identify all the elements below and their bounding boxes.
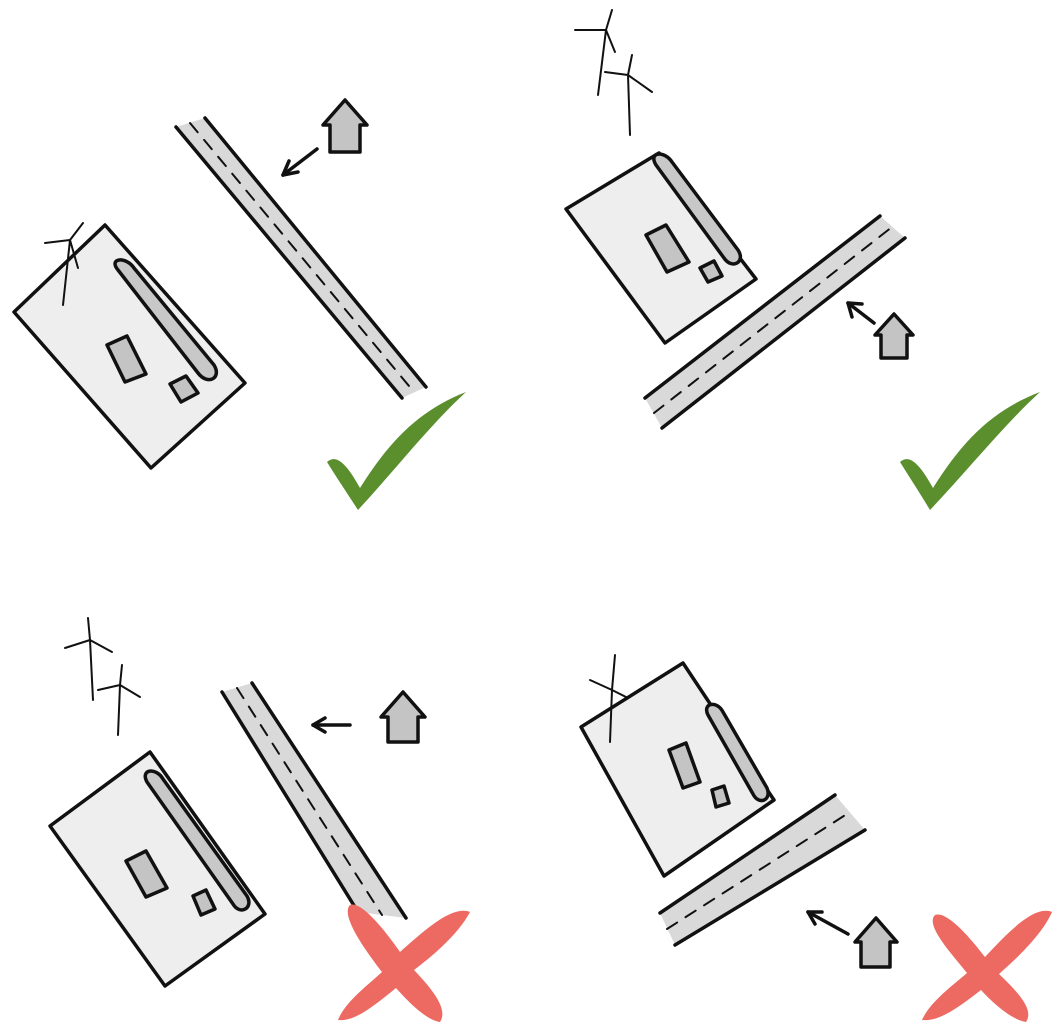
- cross-icon: [922, 910, 1052, 1022]
- arrow-icon: [846, 301, 876, 325]
- arrow-icon: [311, 716, 352, 734]
- road: [174, 116, 428, 400]
- house-icon: [873, 312, 915, 360]
- wind-turbine-icon: [64, 617, 141, 736]
- arrow-icon: [806, 910, 850, 936]
- wind-turbine-icon: [44, 222, 84, 306]
- road: [658, 793, 867, 947]
- wind-turbine-icon: [574, 9, 653, 136]
- scenario-d: [579, 654, 1052, 1022]
- house-icon: [321, 98, 369, 154]
- scenario-b: [564, 9, 1040, 510]
- plot: [48, 750, 267, 988]
- house-icon: [379, 690, 427, 744]
- house-icon: [853, 916, 899, 969]
- plot: [564, 151, 758, 345]
- plot: [579, 661, 776, 878]
- arrow-icon: [281, 147, 319, 177]
- road: [220, 681, 408, 920]
- cross-icon: [338, 904, 470, 1022]
- check-icon: [900, 392, 1040, 510]
- scenario-a: [12, 98, 466, 510]
- plot: [12, 223, 247, 470]
- check-icon: [327, 392, 466, 510]
- wind-turbine-icon: [589, 654, 629, 743]
- road: [643, 214, 907, 430]
- scenario-c: [48, 617, 470, 1022]
